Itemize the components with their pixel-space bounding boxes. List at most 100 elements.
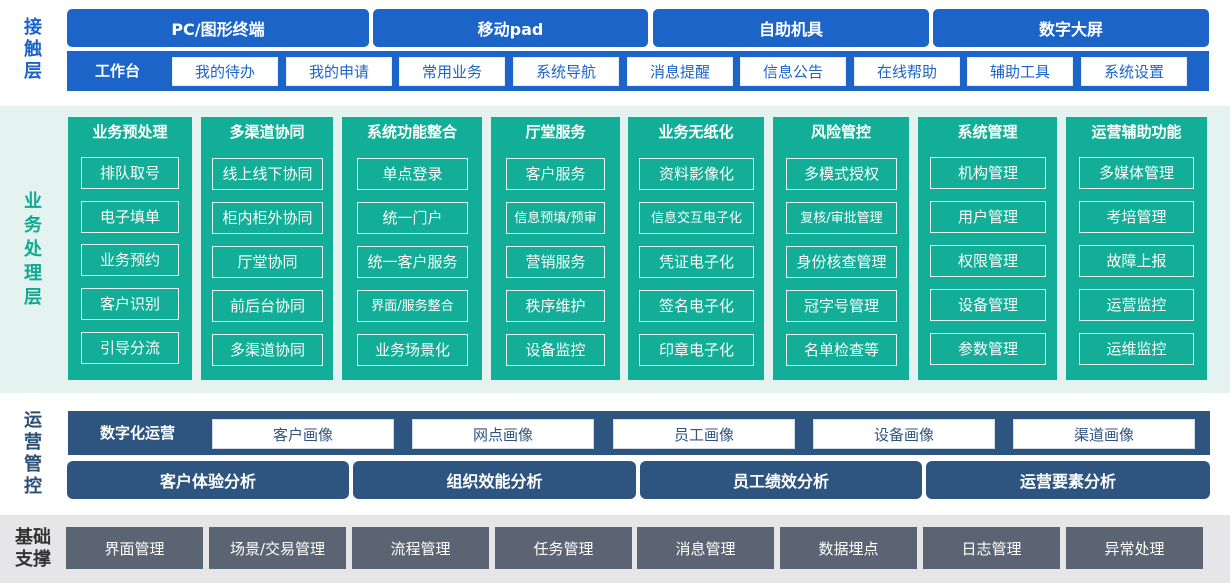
business-item: 机构管理 xyxy=(930,157,1046,189)
business-item: 冠字号管理 xyxy=(786,290,897,322)
business-item: 界面/服务整合 xyxy=(357,290,468,322)
contact-layer-label: 接 触 层 xyxy=(0,8,66,92)
ops-layer-label: 运 营 管 控 xyxy=(0,404,66,504)
business-item: 资料影像化 xyxy=(639,158,754,190)
business-layer-label-char: 处 xyxy=(24,238,42,260)
terminal-big-screen: 数字大屏 xyxy=(933,9,1209,47)
workbench-item: 信息公告 xyxy=(740,57,846,86)
foundation-item: 界面管理 xyxy=(66,527,203,569)
business-item: 前后台协同 xyxy=(212,290,323,322)
digital-ops-item: 员工画像 xyxy=(613,419,795,449)
business-column-title: 系统管理 xyxy=(957,123,1018,141)
workbench-item: 在线帮助 xyxy=(854,57,960,86)
business-item: 设备管理 xyxy=(930,289,1046,321)
business-item: 签名电子化 xyxy=(639,290,754,322)
workbench-bar: 工作台 我的待办 我的申请 常用业务 系统导航 消息提醒 信息公告 在线帮助 辅… xyxy=(67,51,1209,91)
business-layer-label-char: 层 xyxy=(24,286,42,308)
business-item: 客户识别 xyxy=(81,288,179,320)
workbench-item: 系统导航 xyxy=(513,57,619,86)
foundation-item: 异常处理 xyxy=(1066,527,1203,569)
business-item: 身份核查管理 xyxy=(786,246,897,278)
workbench-item: 常用业务 xyxy=(399,57,505,86)
business-item: 统一客户服务 xyxy=(357,246,468,278)
workbench-item: 系统设置 xyxy=(1081,57,1187,86)
workbench-title: 工作台 xyxy=(95,62,141,80)
workbench-item: 消息提醒 xyxy=(627,57,733,86)
foundation-item: 日志管理 xyxy=(923,527,1060,569)
business-item: 信息预填/预审 xyxy=(506,202,605,234)
business-item: 运营监控 xyxy=(1079,289,1194,321)
analysis-block: 客户体验分析 xyxy=(67,461,349,499)
business-column-title: 厅堂服务 xyxy=(525,123,586,141)
business-item: 信息交互电子化 xyxy=(639,202,754,234)
business-layer-label-char: 业 xyxy=(24,190,42,212)
business-item: 设备监控 xyxy=(506,334,605,366)
business-item: 考培管理 xyxy=(1079,201,1194,233)
business-item: 多模式授权 xyxy=(786,158,897,190)
ops-layer-label-char: 控 xyxy=(24,476,42,497)
business-item: 故障上报 xyxy=(1079,245,1194,277)
foundation-layer: 基础 支撑 界面管理 场景/交易管理 流程管理 任务管理 消息管理 数据埋点 日… xyxy=(0,515,1230,583)
foundation-layer-label-line: 支撑 xyxy=(15,549,51,570)
foundation-layer-label-line: 基础 xyxy=(15,527,51,548)
business-column-title: 运营辅助功能 xyxy=(1091,123,1182,141)
business-item: 印章电子化 xyxy=(639,334,754,366)
business-item: 权限管理 xyxy=(930,245,1046,277)
business-column-title: 风险管控 xyxy=(810,123,871,141)
workbench-item: 我的待办 xyxy=(172,57,278,86)
business-column: 业务无纸化 资料影像化 信息交互电子化 凭证电子化 签名电子化 印章电子化 xyxy=(628,117,764,380)
foundation-item: 场景/交易管理 xyxy=(209,527,346,569)
business-item: 业务场景化 xyxy=(357,334,468,366)
business-item: 运维监控 xyxy=(1079,333,1194,365)
business-item: 柜内柜外协同 xyxy=(212,202,323,234)
foundation-item: 数据埋点 xyxy=(780,527,917,569)
business-column: 运营辅助功能 多媒体管理 考培管理 故障上报 运营监控 运维监控 xyxy=(1066,117,1207,380)
business-item: 业务预约 xyxy=(81,244,179,276)
business-column: 厅堂服务 客户服务 信息预填/预审 营销服务 秩序维护 设备监控 xyxy=(491,117,620,380)
contact-layer-label-char: 层 xyxy=(24,61,42,82)
business-item: 秩序维护 xyxy=(506,290,605,322)
digital-ops-item: 设备画像 xyxy=(813,419,995,449)
analysis-block: 运营要素分析 xyxy=(926,461,1210,499)
business-column: 业务预处理 排队取号 电子填单 业务预约 客户识别 引导分流 xyxy=(68,117,192,380)
workbench-item: 辅助工具 xyxy=(967,57,1073,86)
digital-ops-item: 客户画像 xyxy=(212,419,394,449)
digital-ops-item: 渠道画像 xyxy=(1013,419,1195,449)
business-layer-label: 业 务 处 理 层 xyxy=(0,106,66,393)
terminal-pad: 移动pad xyxy=(373,9,648,47)
digital-ops-item: 网点画像 xyxy=(412,419,594,449)
business-layer-label-char: 务 xyxy=(24,214,42,236)
business-item: 复核/审批管理 xyxy=(786,202,897,234)
terminal-pc: PC/图形终端 xyxy=(67,9,369,47)
business-item: 单点登录 xyxy=(357,158,468,190)
foundation-item: 流程管理 xyxy=(352,527,489,569)
foundation-item: 任务管理 xyxy=(495,527,632,569)
business-item: 统一门户 xyxy=(357,202,468,234)
ops-layer: 运 营 管 控 数字化运营 客户画像 网点画像 员工画像 设备画像 渠道画像 客… xyxy=(0,402,1230,507)
business-item: 电子填单 xyxy=(81,201,179,233)
analysis-block: 组织效能分析 xyxy=(353,461,636,499)
ops-layer-label-char: 管 xyxy=(24,454,42,475)
business-item: 名单检查等 xyxy=(786,334,897,366)
business-column-title: 多渠道协同 xyxy=(229,123,305,141)
business-item: 排队取号 xyxy=(81,157,179,189)
analysis-block: 员工绩效分析 xyxy=(640,461,922,499)
business-layer-label-char: 理 xyxy=(24,262,42,284)
business-item: 线上线下协同 xyxy=(212,158,323,190)
business-item: 参数管理 xyxy=(930,333,1046,365)
digital-ops-title: 数字化运营 xyxy=(100,424,176,442)
digital-ops-bar: 数字化运营 客户画像 网点画像 员工画像 设备画像 渠道画像 xyxy=(68,411,1210,455)
ops-layer-label-char: 运 xyxy=(24,410,42,431)
contact-layer: 接 触 层 PC/图形终端 移动pad 自助机具 数字大屏 工作台 我的待办 我… xyxy=(0,0,1230,98)
business-layer: 业 务 处 理 层 业务预处理 排队取号 电子填单 业务预约 客户识别 引导分流… xyxy=(0,106,1230,393)
business-item: 多渠道协同 xyxy=(212,334,323,366)
business-item: 凭证电子化 xyxy=(639,246,754,278)
business-column-title: 业务预处理 xyxy=(92,123,168,141)
terminal-self-service: 自助机具 xyxy=(653,9,929,47)
workbench-item: 我的申请 xyxy=(286,57,392,86)
business-item: 用户管理 xyxy=(930,201,1046,233)
foundation-layer-label: 基础 支撑 xyxy=(0,515,66,583)
business-item: 客户服务 xyxy=(506,158,605,190)
foundation-item: 消息管理 xyxy=(637,527,774,569)
business-column: 系统功能整合 单点登录 统一门户 统一客户服务 界面/服务整合 业务场景化 xyxy=(342,117,482,380)
